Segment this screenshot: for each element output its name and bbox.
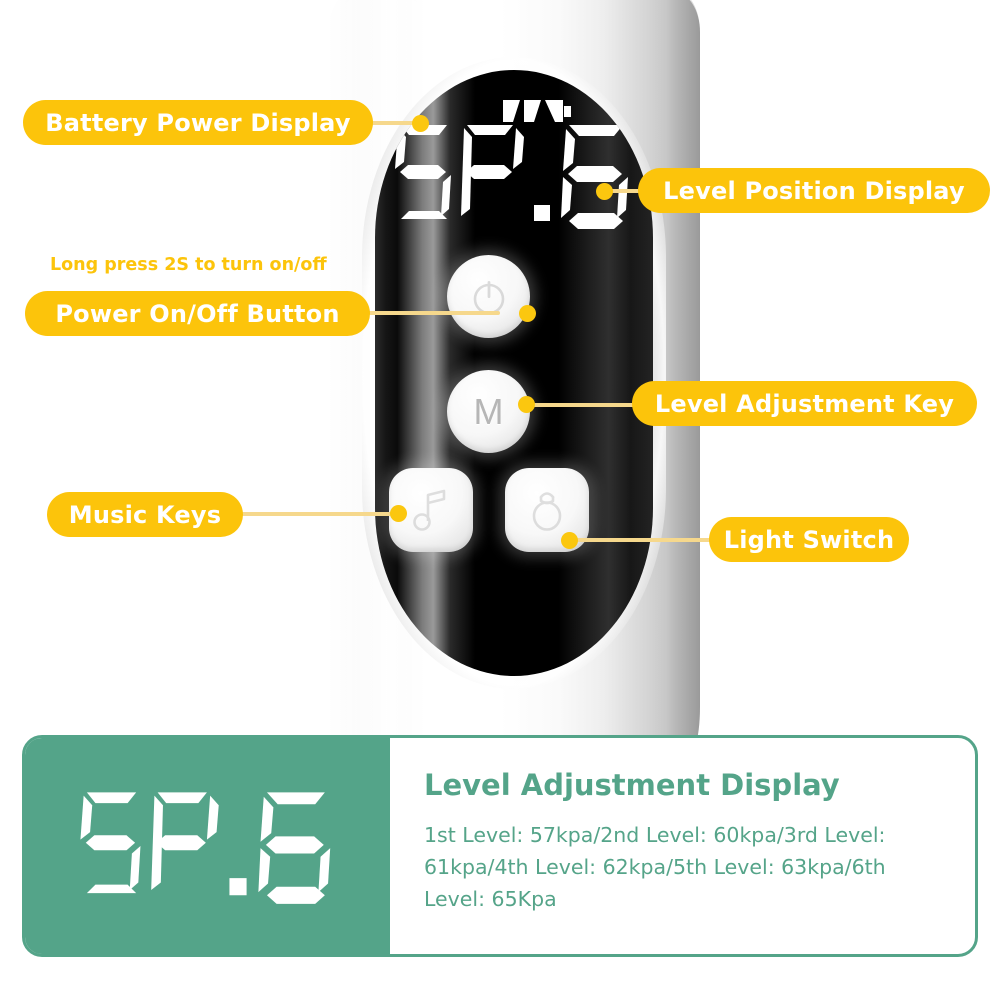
- mode-button[interactable]: M: [447, 370, 530, 453]
- callout-power-on-off-button[interactable]: Power On/Off Button: [25, 291, 370, 336]
- info-card: Level Adjustment Display 1st Level: 57kp…: [22, 735, 978, 957]
- battery-icon: [500, 97, 576, 125]
- control-panel: M: [375, 70, 653, 676]
- dot-power: [519, 305, 536, 322]
- callout-music-keys[interactable]: Music Keys: [47, 492, 243, 537]
- leader-light: [570, 538, 722, 542]
- callout-light-switch[interactable]: Light Switch: [709, 517, 909, 562]
- power-button-note: Long press 2S to turn on/off: [50, 255, 327, 275]
- callout-level-position-display[interactable]: Level Position Display: [638, 168, 990, 213]
- info-card-text: Level Adjustment Display 1st Level: 57kp…: [390, 738, 975, 954]
- callout-battery-label: Battery Power Display: [45, 108, 351, 137]
- power-note-text: Long press 2S to turn on/off: [50, 255, 327, 275]
- power-button[interactable]: [447, 255, 530, 338]
- leader-music: [238, 512, 398, 516]
- callout-level-adjustment-key[interactable]: Level Adjustment Key: [632, 381, 977, 426]
- callout-level-adjust-label: Level Adjustment Key: [654, 389, 955, 418]
- callout-music-label: Music Keys: [68, 500, 222, 529]
- dot-music: [390, 505, 407, 522]
- light-bulb-icon: [532, 492, 562, 531]
- lcd-segments: [395, 125, 628, 229]
- dot-level-position: [596, 183, 613, 200]
- control-panel-area: M: [362, 57, 666, 689]
- callout-level-position-label: Level Position Display: [663, 176, 965, 205]
- callout-battery-power-display[interactable]: Battery Power Display: [23, 100, 373, 145]
- dot-battery: [412, 115, 429, 132]
- callout-power-label: Power On/Off Button: [55, 299, 340, 328]
- leader-level-position: [604, 189, 666, 193]
- callout-light-label: Light Switch: [723, 525, 895, 554]
- leader-battery: [358, 121, 420, 125]
- info-card-display-panel: [25, 738, 390, 954]
- lcd-display: [389, 120, 639, 230]
- leader-power: [360, 311, 500, 315]
- info-card-lcd: [79, 792, 330, 904]
- dot-light: [561, 532, 578, 549]
- info-card-title: Level Adjustment Display: [424, 768, 840, 802]
- info-card-description: 1st Level: 57kpa/2nd Level: 60kpa/3rd Le…: [424, 823, 886, 911]
- music-note-icon: [413, 489, 446, 531]
- leader-level-adjust: [528, 403, 638, 407]
- dot-level-adjust: [518, 396, 535, 413]
- letter-m-icon: M: [473, 390, 504, 432]
